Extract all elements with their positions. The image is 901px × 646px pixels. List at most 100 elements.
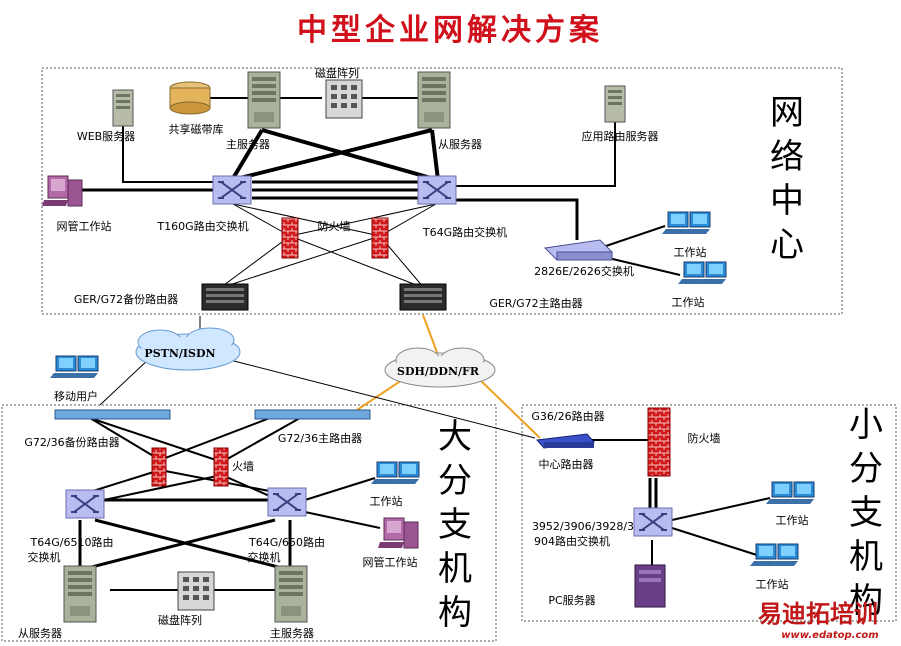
central-router-icon [535,433,596,449]
region-char: 构 [849,581,883,621]
mobile-user-label: 移动用户 [54,389,98,403]
t160g-switch-label: T160G路由交换机 [156,219,248,233]
watermark-brand: 易迪拓培训 [758,600,878,628]
slave-server-bottom-icon [63,565,97,623]
disk-array-top-label: 磁盘阵列 [315,66,359,80]
t160g-switch-icon [212,175,252,205]
slave-server-top-icon [417,71,451,129]
disk-array-bottom-icon [177,571,215,611]
region-char: 小 [849,405,883,445]
pc-server-icon [634,564,666,608]
pstn-cloud: PSTN/ISDN [135,327,241,371]
region-char: 机 [438,549,472,589]
t64g-switch-top-label: T64G路由交换机 [422,225,507,239]
main-server-bottom-label: 主服务器 [270,627,314,640]
g72-main-router-icon [254,409,371,420]
firewall-left-icon [281,217,299,259]
firewall-mid-right-icon [213,447,229,487]
g72-backup-router-label: G72/36备份路由器 [24,435,119,449]
firewall-small-icon [647,407,671,477]
slave-server-top-label: 从服务器 [438,138,482,151]
g36-router-label: G36/26路由器 [531,409,604,423]
region-char: 支 [438,505,472,545]
region-char: 大 [438,417,472,457]
slave-server-bottom-label: 从服务器 [18,627,62,640]
pstn-cloud-label: PSTN/ISDN [144,347,215,360]
app-router-server-icon [604,85,626,123]
web-server-icon [112,89,134,127]
wan-links [99,314,541,439]
g72-main-router-label: G72/36主路由器 [278,431,362,445]
web-server-label: WEB服务器 [77,130,135,143]
sdh-cloud: SDH/DDN/FR [384,347,496,388]
network-center-label: 网 络 中 心 [770,93,804,265]
switch-2826-label: 2826E/2626交换机 [534,264,634,278]
t64g-right-switch-label-1: T64G/650路由 [248,535,325,549]
workstation-top-2-label: 工作站 [672,295,705,309]
firewall-mid-label: 火墙 [232,459,254,473]
workstation-top-1-label: 工作站 [674,245,707,259]
switch-2826-icon [543,239,614,261]
firewall-small-label: 防火墙 [688,431,721,445]
ger-backup-router-icon [201,283,249,311]
t64g-left-switch-label-2: 交换机 [28,550,61,564]
sdh-cloud-label: SDH/DDN/FR [397,365,480,378]
workstation-small-1-label: 工作站 [776,513,809,527]
t64g-right-switch-icon [267,487,307,517]
tape-library-icon [169,81,211,115]
workstation-small-2-label: 工作站 [756,577,789,591]
t64g-left-switch-label-1: T64G/6510路由 [30,535,114,549]
t64g-right-switch-label-2: 交换机 [248,550,281,564]
small-branch-region [521,404,897,622]
workstation-top-2-icon [677,261,727,285]
region-char: 机 [849,537,883,577]
switch-3952-label-2: 904路由交换机 [534,534,610,548]
main-server-top-label: 主服务器 [226,138,270,151]
central-router-label: 中心路由器 [539,457,594,471]
network-center-region [41,67,843,315]
ger-main-router-icon [399,283,447,311]
workstation-mid-icon [370,461,420,485]
big-branch-region [1,404,497,642]
mgmt-workstation-top-label: 网管工作站 [57,219,112,233]
disk-array-top-icon [325,79,363,119]
firewall-mid-left-icon [151,447,167,487]
page-title: 中型企业网解决方案 [297,13,603,48]
app-router-server-label: 应用路由服务器 [582,129,659,143]
region-char: 构 [438,593,472,633]
region-char: 支 [849,493,883,533]
main-server-top-icon [247,71,281,129]
workstation-mid-label: 工作站 [370,494,403,508]
workstation-small-2-icon [749,543,799,567]
t64g-left-switch-icon [65,489,105,519]
disk-array-bottom-label: 磁盘阵列 [158,613,202,627]
workstation-small-1-icon [765,481,815,505]
region-char: 中 [770,181,804,221]
mgmt-workstation-top-icon [41,175,83,207]
mgmt-workstation-mid-icon [377,517,419,549]
watermark-url: www.edatop.com [781,630,878,641]
small-branch-label: 小 分 支 机 构 [849,405,883,621]
region-char: 络 [770,137,804,177]
big-branch-label: 大 分 支 机 构 [438,417,472,633]
region-char: 网 [770,93,804,133]
switch-3952-icon [633,507,673,537]
region-char: 分 [438,461,472,501]
t64g-switch-top-icon [417,175,457,205]
main-server-bottom-icon [274,565,308,623]
firewall-top-label: 防火墙 [318,219,351,233]
region-char: 分 [849,449,883,489]
core-links [65,97,681,289]
region-char: 心 [770,225,804,265]
mobile-user-icon [49,355,99,379]
firewall-right-icon [371,217,389,259]
pc-server-label: PC服务器 [548,594,595,607]
shared-tape-label: 共享磁带库 [169,122,224,136]
mgmt-workstation-mid-label: 网管工作站 [363,555,418,569]
watermark-logo: 易迪拓培训 www.edatop.com [758,600,879,641]
ger-main-router-label: GER/G72主路由器 [489,296,582,310]
workstation-top-1-icon [661,211,711,235]
switch-3952-label-1: 3952/3906/3928/3 [532,520,634,533]
ger-backup-router-label: GER/G72备份路由器 [74,292,178,306]
